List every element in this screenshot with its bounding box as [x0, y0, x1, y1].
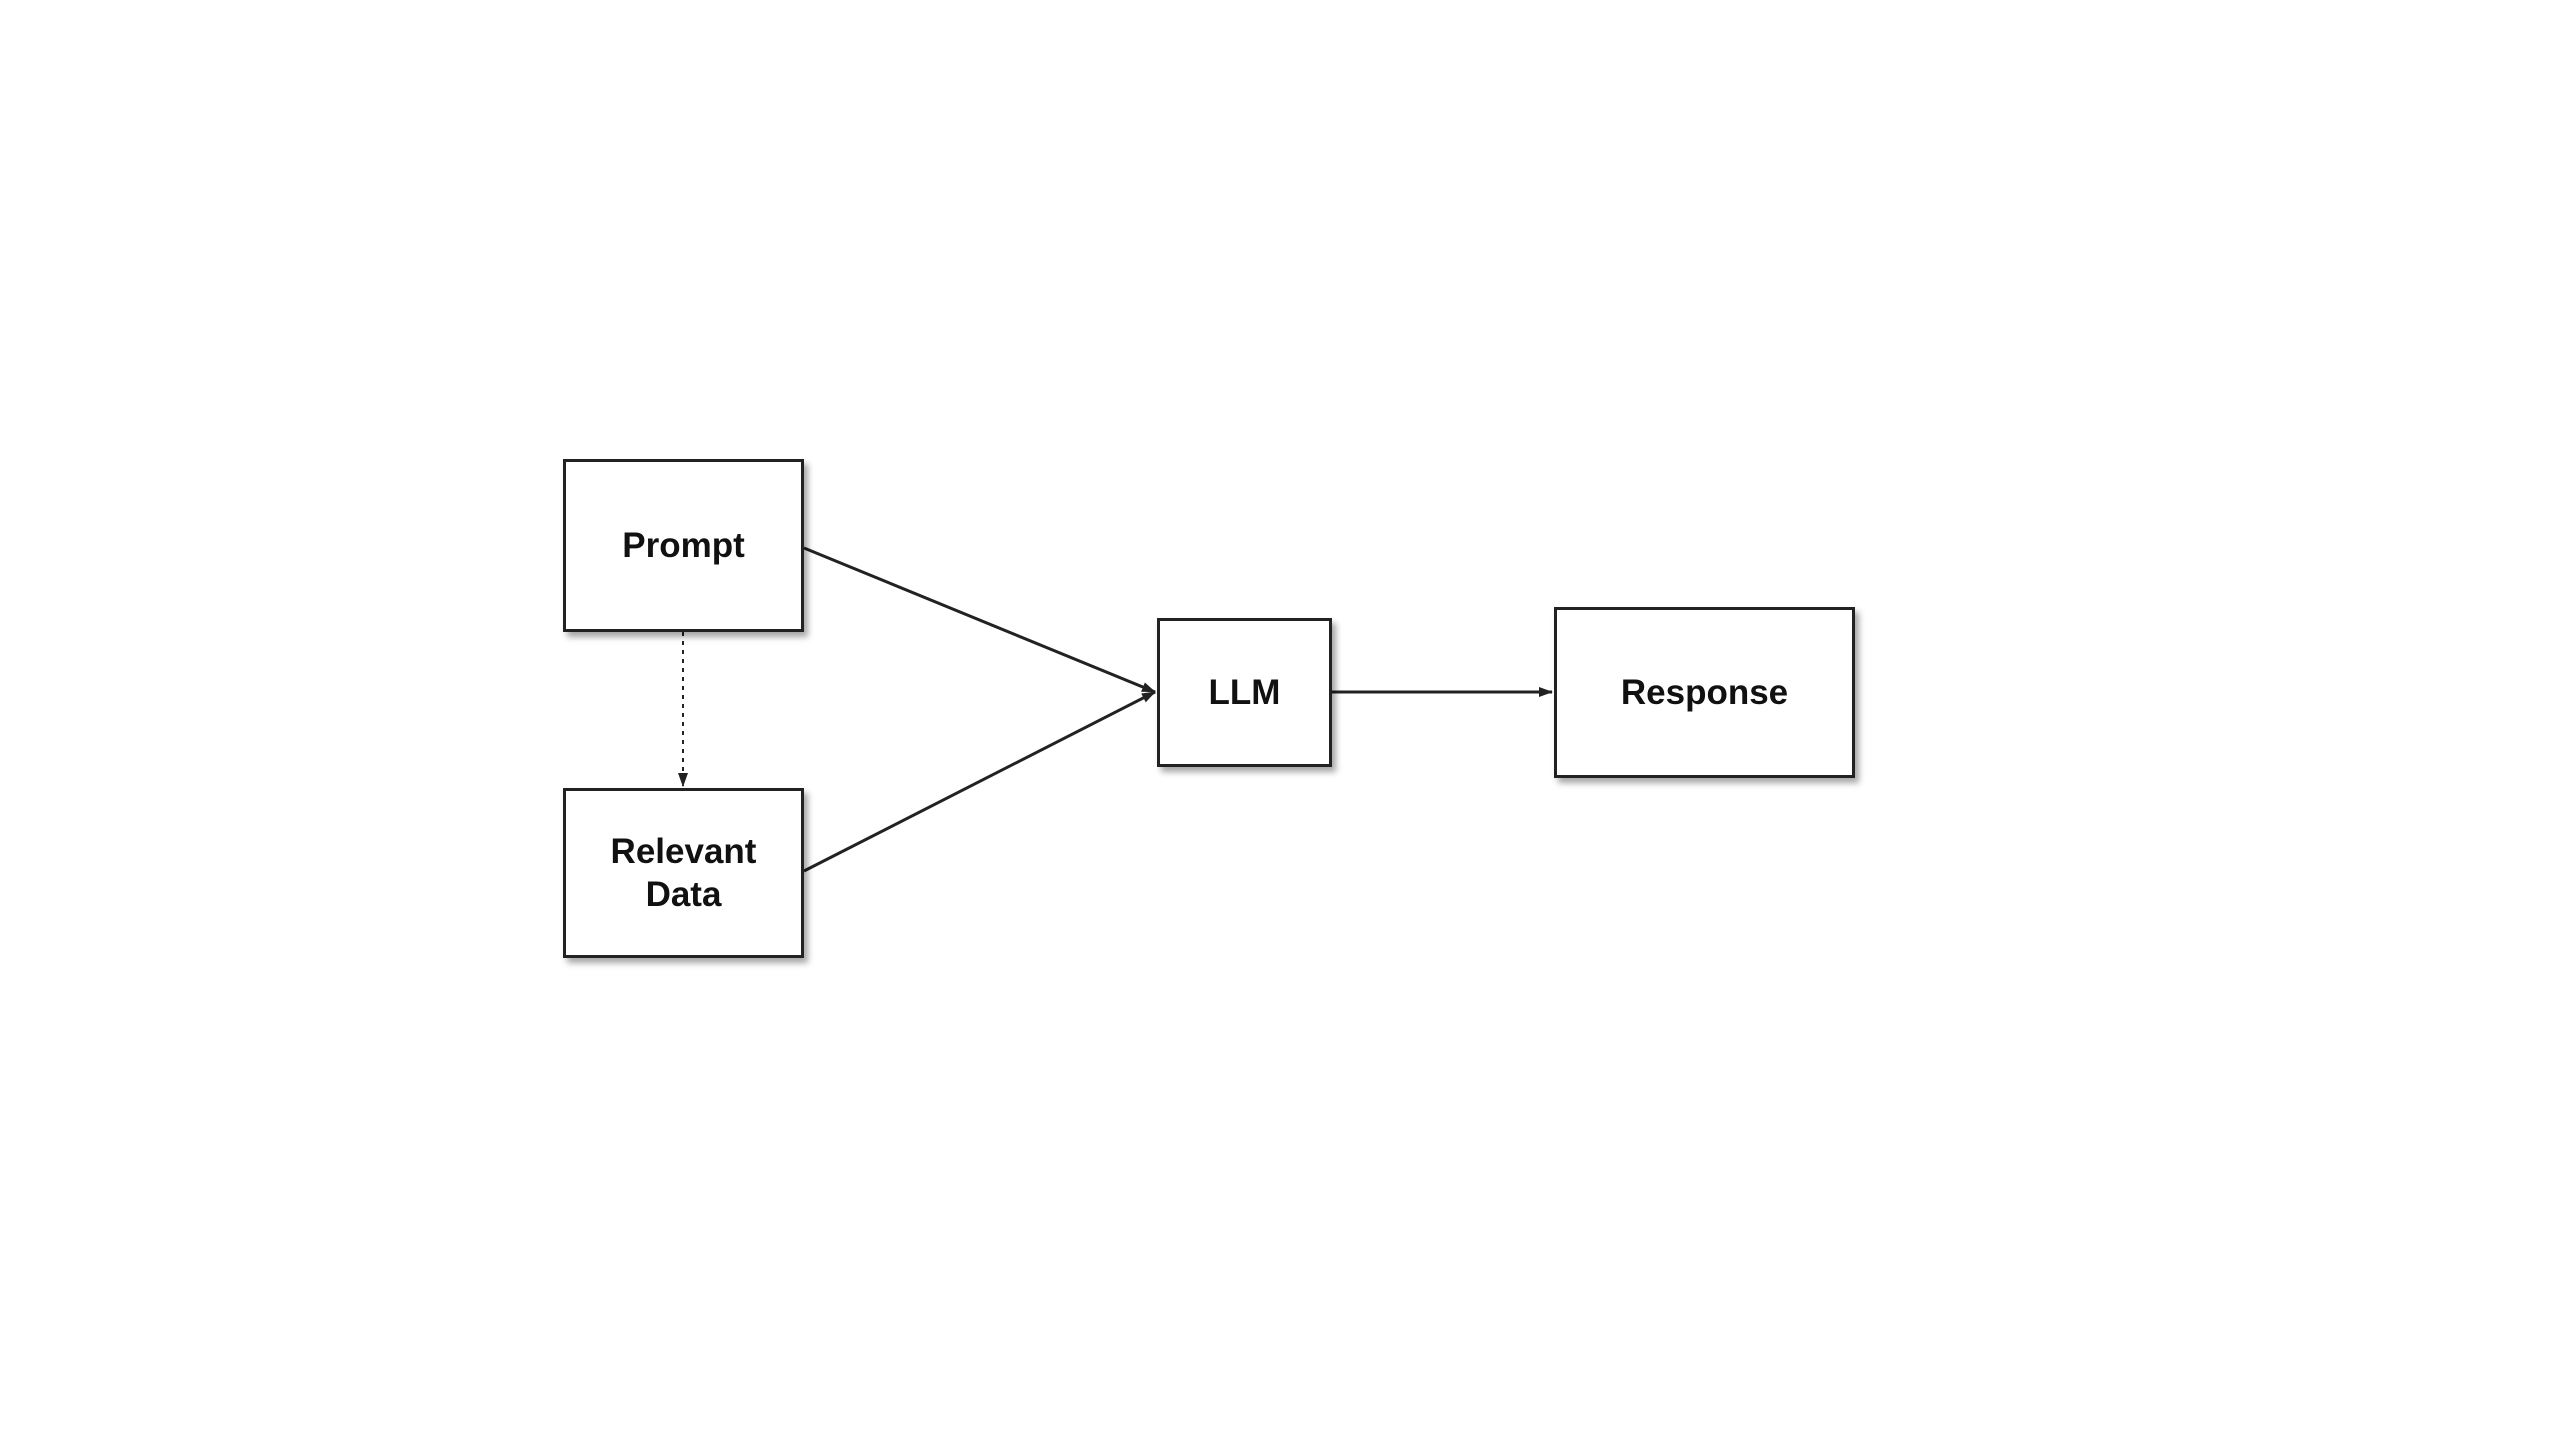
edge-relevant-data-to-llm	[803, 690, 1156, 873]
node-label-relevant-data: Relevant Data	[610, 832, 757, 914]
node-prompt: Prompt	[563, 459, 804, 632]
node-response: Response	[1554, 607, 1855, 778]
node-label-prompt: Prompt	[622, 526, 745, 565]
node-label-llm: LLM	[1208, 673, 1281, 712]
edge-prompt-to-llm	[803, 546, 1156, 694]
node-label-response: Response	[1620, 673, 1789, 712]
node-relevant-data: Relevant Data	[563, 788, 804, 958]
node-llm: LLM	[1157, 618, 1332, 767]
